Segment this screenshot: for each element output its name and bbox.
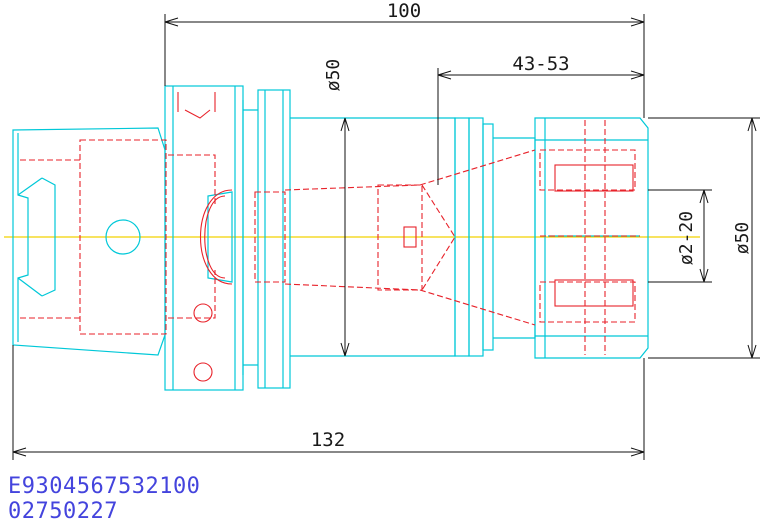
tool-holder-outline [12,85,649,391]
dim-gauge-length: 100 [387,0,421,22]
dim-nut-diameter: ø50 [732,222,753,255]
part-number: E9304567532100 [8,474,201,499]
dim-collet-range: ø2-20 [676,211,697,265]
dimension-lines [12,14,760,460]
hidden-internal-lines [20,92,640,382]
dim-body-diameter: ø50 [323,59,344,92]
dim-overall-length: 132 [311,429,345,451]
part-code: 02750227 [8,499,118,524]
dim-clamping-range: 43-53 [512,53,569,75]
